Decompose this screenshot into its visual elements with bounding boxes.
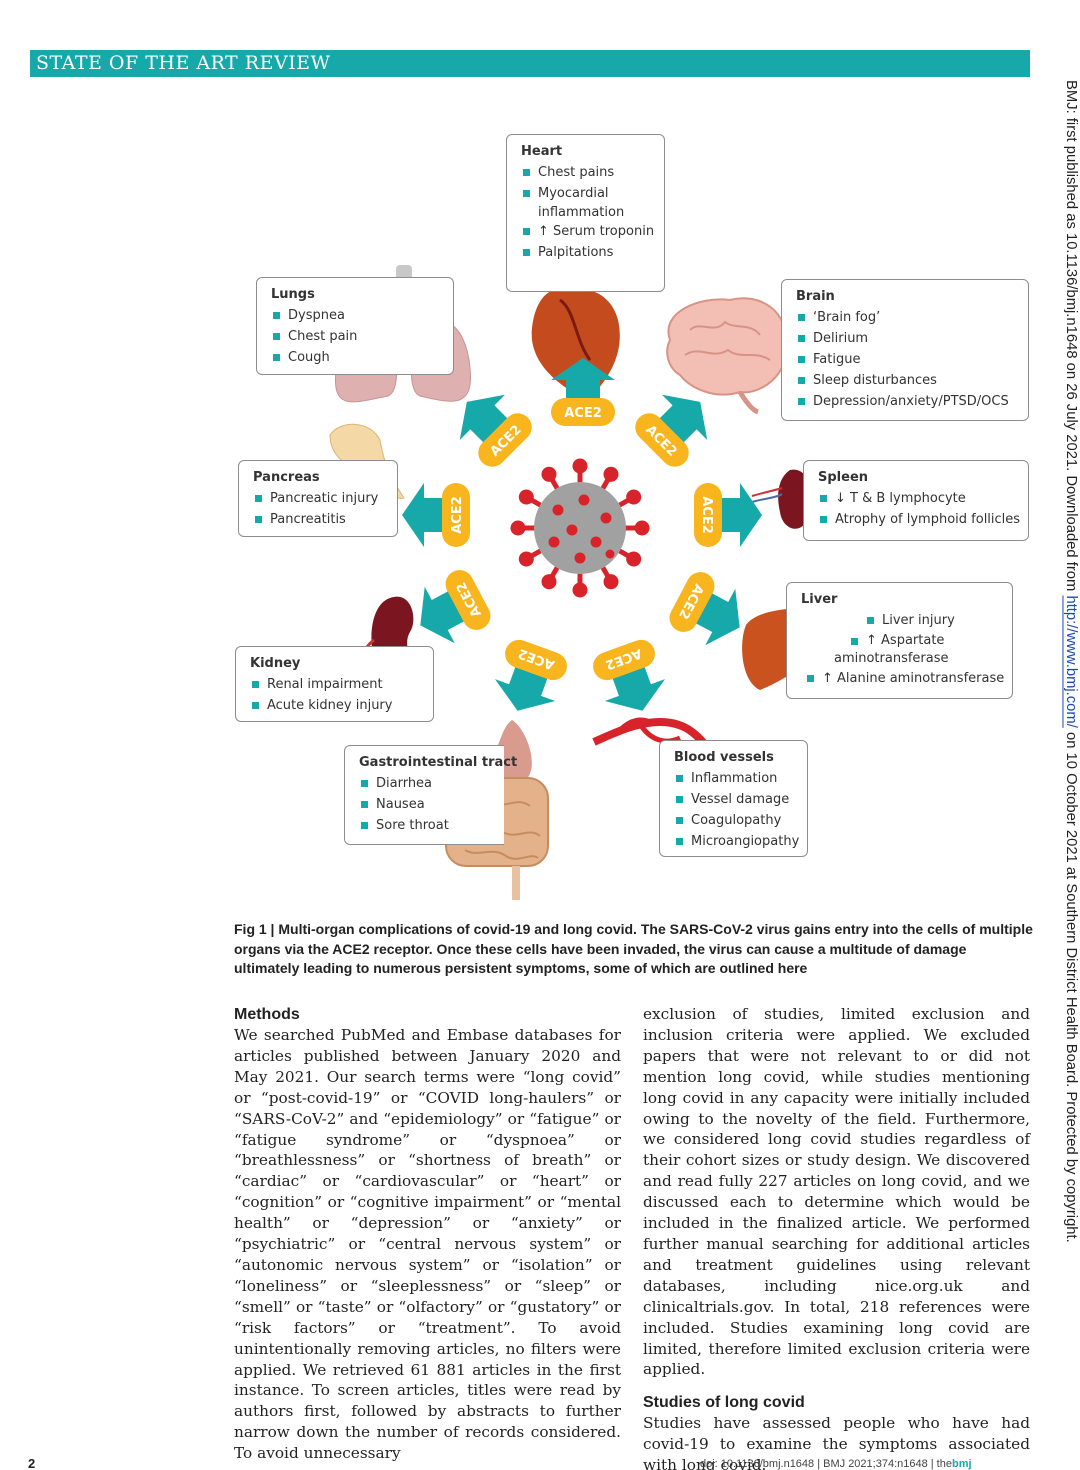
lungs-symptom: Chest pain bbox=[271, 326, 453, 347]
blood-vessels-symptom: Vessel damage bbox=[674, 789, 807, 810]
heart-title: Heart bbox=[521, 144, 563, 159]
spleen-symptoms-box: Spleen ↓ T & B lymphocyte Atrophy of lym… bbox=[803, 460, 1029, 541]
liver-symptoms-box: Liver Liver injury ↑ Aspartate aminotran… bbox=[786, 582, 1013, 699]
kidney-symptom: Acute kidney injury bbox=[250, 695, 433, 716]
ace2-arrow-pancreas: ACE2 bbox=[402, 483, 470, 547]
blood-vessels-title: Blood vessels bbox=[674, 750, 774, 765]
section-label: STATE OF THE ART REVIEW bbox=[36, 52, 331, 74]
left-column: Methods We searched PubMed and Embase da… bbox=[234, 1004, 621, 1464]
pancreas-title: Pancreas bbox=[253, 470, 320, 485]
studies-heading: Studies of long covid bbox=[643, 1394, 805, 1412]
ace2-arrow-kidney: ACE2 bbox=[405, 570, 491, 654]
heart-symptom-cont: inflammation bbox=[538, 205, 625, 220]
methods-paragraph: We searched PubMed and Embase databases … bbox=[234, 1026, 621, 1463]
blood-vessels-symptom: Coagulopathy bbox=[674, 810, 807, 831]
brain-symptoms-box: Brain ‘Brain fog’ Delirium Fatigue Sleep… bbox=[781, 279, 1029, 421]
heart-symptom: Myocardial bbox=[521, 183, 664, 204]
ace2-arrow-liver: ACE2 bbox=[669, 572, 755, 656]
side-note-text: BMJ: first published as 10.1136/bmj.n164… bbox=[1058, 80, 1080, 1243]
kidney-symptoms-box: Kidney Renal impairment Acute kidney inj… bbox=[235, 646, 434, 722]
blood-vessels-symptom: Inflammation bbox=[674, 768, 807, 789]
pancreas-symptoms-box: Pancreas Pancreatic injury Pancreatitis bbox=[238, 460, 398, 537]
pancreas-symptom: Pancreatitis bbox=[253, 509, 397, 530]
lungs-title: Lungs bbox=[271, 287, 315, 302]
liver-symptom: ↑ Aspartate bbox=[849, 631, 1012, 650]
pancreas-symptom: Pancreatic injury bbox=[253, 488, 397, 509]
side-note-prefix: BMJ: first published as 10.1136/bmj.n164… bbox=[1063, 80, 1079, 596]
spleen-symptom: Atrophy of lymphoid follicles bbox=[818, 509, 1028, 530]
brain-symptom: Sleep disturbances bbox=[796, 370, 1028, 391]
side-note-suffix: on 10 October 2021 at Southern District … bbox=[1063, 727, 1079, 1243]
right-column: exclusion of studies, limited exclusion … bbox=[643, 1004, 1030, 1470]
kidney-symptom: Renal impairment bbox=[250, 674, 433, 695]
gi-tract-symptoms-box: Gastrointestinal tract Diarrhea Nausea S… bbox=[344, 745, 518, 845]
heart-symptoms-box: Heart Chest pains Myocardial inflammatio… bbox=[506, 134, 665, 292]
liver-symptom: Liver injury bbox=[865, 610, 1012, 631]
bmj-brand: bmj bbox=[951, 1458, 972, 1470]
spleen-icon bbox=[751, 469, 812, 529]
brain-symptom: Depression/anxiety/PTSD/OCS bbox=[796, 391, 1028, 412]
gi-tract-symptom: Diarrhea bbox=[359, 773, 504, 794]
kidney-title: Kidney bbox=[250, 656, 301, 671]
blood-vessels-symptom: Microangiopathy bbox=[674, 831, 807, 852]
liver-symptom-cont: aminotransferase bbox=[834, 651, 949, 666]
blood-vessels-icon bbox=[592, 717, 713, 753]
ace2-label: ACE2 bbox=[699, 496, 714, 534]
lungs-symptom: Dyspnea bbox=[271, 305, 453, 326]
ace2-label: ACE2 bbox=[450, 496, 465, 534]
brain-icon bbox=[666, 297, 787, 415]
gi-tract-symptom: Nausea bbox=[359, 794, 504, 815]
exclusion-paragraph: exclusion of studies, limited exclusion … bbox=[643, 1005, 1030, 1379]
studies-paragraph: Studies have assessed people who have ha… bbox=[643, 1414, 1030, 1470]
footer-doi: doi: 10.1136/bmj.n1648 | BMJ 2021;374:n1… bbox=[700, 1458, 952, 1470]
heart-symptom: ↑ Serum troponin bbox=[521, 221, 664, 242]
ace2-arrow-spleen: ACE2 bbox=[694, 483, 762, 547]
virus-icon bbox=[510, 458, 650, 598]
section-header-bar: STATE OF THE ART REVIEW bbox=[30, 50, 1030, 77]
brain-symptom: Fatigue bbox=[796, 349, 1028, 370]
copyright-side-note: BMJ: first published as 10.1136/bmj.n164… bbox=[1058, 80, 1080, 1420]
gi-tract-title: Gastrointestinal tract bbox=[359, 755, 518, 770]
brain-symptom: Delirium bbox=[796, 328, 1028, 349]
page-number: 2 bbox=[28, 1456, 36, 1470]
footer-citation: doi: 10.1136/bmj.n1648 | BMJ 2021;374:n1… bbox=[700, 1458, 972, 1470]
heart-symptom: Palpitations bbox=[521, 242, 664, 263]
gi-tract-symptom: Sore throat bbox=[359, 815, 504, 836]
ace2-arrow-heart: ACE2 bbox=[551, 358, 615, 426]
heart-symptom: Chest pains bbox=[521, 162, 664, 183]
ace2-arrow-blood: ACE2 bbox=[593, 639, 673, 722]
lungs-symptoms-box: Lungs Dyspnea Chest pain Cough bbox=[256, 277, 454, 375]
ace2-label: ACE2 bbox=[564, 406, 602, 421]
spleen-title: Spleen bbox=[818, 470, 869, 485]
spleen-symptom: ↓ T & B lymphocyte bbox=[818, 488, 1028, 509]
bmj-link[interactable]: http://www.bmj.com/ bbox=[1063, 595, 1079, 728]
ace2-arrow-gi: ACE2 bbox=[487, 639, 567, 722]
figure-caption: Fig 1 | Multi-organ complications of cov… bbox=[234, 921, 1033, 976]
liver-symptom: ↑ Alanine aminotransferase bbox=[805, 668, 1012, 689]
liver-title: Liver bbox=[801, 592, 838, 607]
blood-vessels-symptoms-box: Blood vessels Inflammation Vessel damage… bbox=[659, 740, 808, 857]
brain-symptom: ‘Brain fog’ bbox=[796, 307, 1028, 328]
methods-heading: Methods bbox=[234, 1006, 300, 1023]
brain-title: Brain bbox=[796, 289, 835, 304]
lungs-symptom: Cough bbox=[271, 347, 453, 368]
